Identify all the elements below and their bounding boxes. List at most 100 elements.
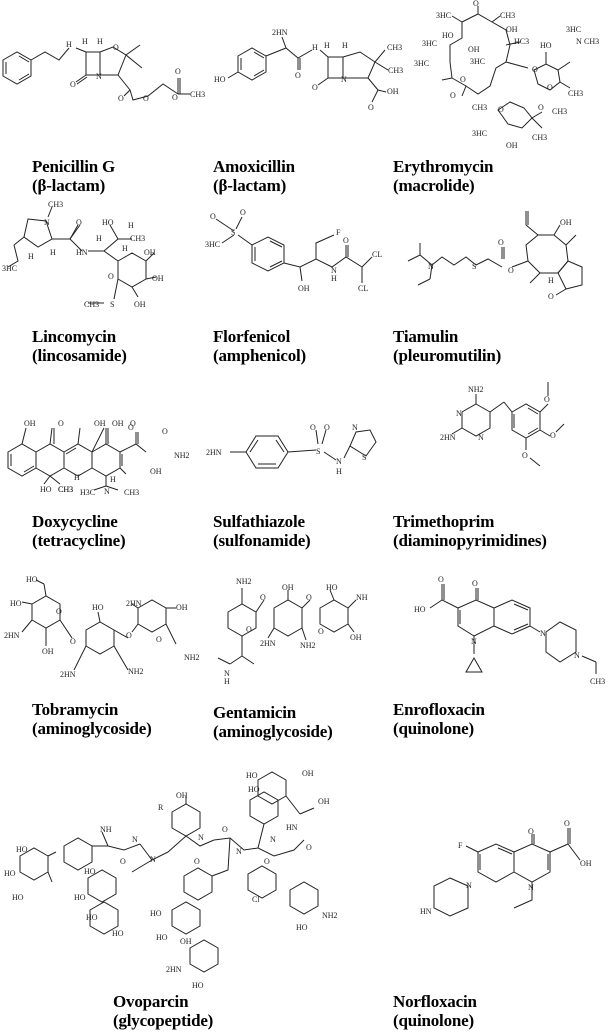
svg-text:2HN: 2HN: [60, 670, 76, 679]
svg-text:CH3: CH3: [568, 89, 583, 98]
svg-text:R: R: [158, 803, 164, 812]
svg-text:OH: OH: [24, 419, 36, 428]
svg-text:HO: HO: [92, 603, 104, 612]
svg-text:O: O: [498, 105, 504, 114]
svg-text:O: O: [156, 635, 162, 644]
svg-text:H: H: [74, 473, 80, 482]
svg-text:O: O: [324, 423, 330, 432]
svg-text:N: N: [150, 855, 156, 864]
svg-text:O: O: [240, 208, 246, 217]
svg-text:OH: OH: [506, 141, 518, 150]
svg-text:N: N: [331, 266, 337, 275]
svg-text:OH: OH: [176, 791, 188, 800]
tiamulin-caption: Tiamulin (pleuromutilin): [393, 327, 501, 365]
compound-name: Amoxicillin: [213, 157, 295, 176]
svg-text:2HN: 2HN: [272, 28, 288, 37]
svg-text:OH: OH: [350, 633, 362, 642]
svg-text:CH3: CH3: [532, 133, 547, 142]
svg-text:CH3: CH3: [552, 107, 567, 116]
svg-text:H: H: [324, 41, 330, 50]
compound-class: (quinolone): [393, 719, 474, 738]
svg-text:N: N: [574, 651, 580, 660]
compound-class: (pleuromutilin): [393, 346, 502, 365]
svg-text:H: H: [548, 276, 554, 285]
svg-text:OH: OH: [144, 248, 156, 257]
svg-text:N: N: [224, 669, 230, 678]
svg-text:O: O: [438, 575, 444, 584]
svg-text:HO: HO: [326, 583, 338, 592]
svg-text:N: N: [236, 847, 242, 856]
svg-text:CH3: CH3: [190, 90, 205, 99]
svg-text:O: O: [108, 272, 114, 281]
svg-text:HO: HO: [12, 893, 24, 902]
svg-text:N: N: [44, 218, 50, 227]
svg-text:O: O: [318, 627, 324, 636]
svg-text:HN: HN: [286, 823, 298, 832]
compound-class: (amphenicol): [213, 346, 306, 365]
svg-text:Cl: Cl: [252, 895, 260, 904]
svg-text:OH: OH: [560, 218, 572, 227]
svg-text:NH2: NH2: [322, 911, 338, 920]
svg-text:O: O: [70, 637, 76, 646]
svg-text:O: O: [473, 0, 479, 8]
svg-text:HO: HO: [214, 75, 226, 84]
svg-text:H3C: H3C: [80, 488, 95, 497]
svg-text:HO: HO: [102, 218, 114, 227]
enrofloxacin-caption: Enrofloxacin (quinolone): [393, 700, 485, 738]
compound-name: Norfloxacin: [393, 992, 477, 1011]
svg-text:O: O: [498, 238, 504, 247]
svg-text:N: N: [456, 409, 462, 418]
svg-text:HO: HO: [26, 575, 38, 584]
svg-text:HO: HO: [414, 605, 426, 614]
svg-text:O: O: [172, 93, 178, 102]
svg-text:O: O: [508, 266, 514, 275]
svg-text:CL: CL: [372, 250, 382, 259]
compound-name: Penicillin G: [32, 157, 116, 176]
svg-text:OH: OH: [318, 797, 330, 806]
svg-text:HO: HO: [150, 909, 162, 918]
compound-name: Ovoparcin: [113, 992, 189, 1011]
svg-text:O: O: [310, 423, 316, 432]
svg-text:NH: NH: [100, 825, 112, 834]
svg-text:CH3: CH3: [84, 300, 99, 309]
svg-text:OH: OH: [42, 647, 54, 656]
svg-text:O: O: [58, 419, 64, 428]
svg-text:N: N: [198, 833, 204, 842]
svg-text:HO: HO: [248, 785, 260, 794]
svg-text:NH2: NH2: [184, 653, 200, 662]
svg-text:N: N: [132, 835, 138, 844]
compound-name: Gentamicin: [213, 703, 296, 722]
svg-text:H: H: [97, 37, 103, 46]
svg-text:OH: OH: [580, 859, 592, 868]
svg-text:N: N: [478, 433, 484, 442]
svg-text:N: N: [428, 262, 434, 271]
svg-text:O: O: [460, 75, 466, 84]
svg-text:H: H: [336, 467, 342, 476]
svg-text:O: O: [306, 593, 312, 602]
svg-text:O: O: [128, 423, 134, 432]
svg-text:HO: HO: [112, 929, 124, 938]
gentamicin-caption: Gentamicin (aminoglycoside): [213, 703, 333, 741]
doxycycline-caption: Doxycycline (tetracycline): [32, 512, 126, 550]
svg-text:O: O: [522, 451, 528, 460]
ovoparcin-caption: Ovoparcin (glycopeptide): [113, 992, 213, 1030]
svg-text:HO: HO: [84, 867, 96, 876]
compound-class: (lincosamide): [32, 346, 127, 365]
svg-text:HC3: HC3: [514, 37, 529, 46]
svg-text:HO: HO: [246, 771, 258, 780]
compound-name: Tobramycin: [32, 700, 119, 719]
svg-text:NH2: NH2: [174, 451, 190, 460]
svg-text:O: O: [528, 827, 534, 836]
svg-text:O: O: [564, 819, 570, 828]
svg-text:O: O: [306, 843, 312, 852]
svg-text:O: O: [246, 625, 252, 634]
svg-text:CH3: CH3: [58, 485, 73, 494]
